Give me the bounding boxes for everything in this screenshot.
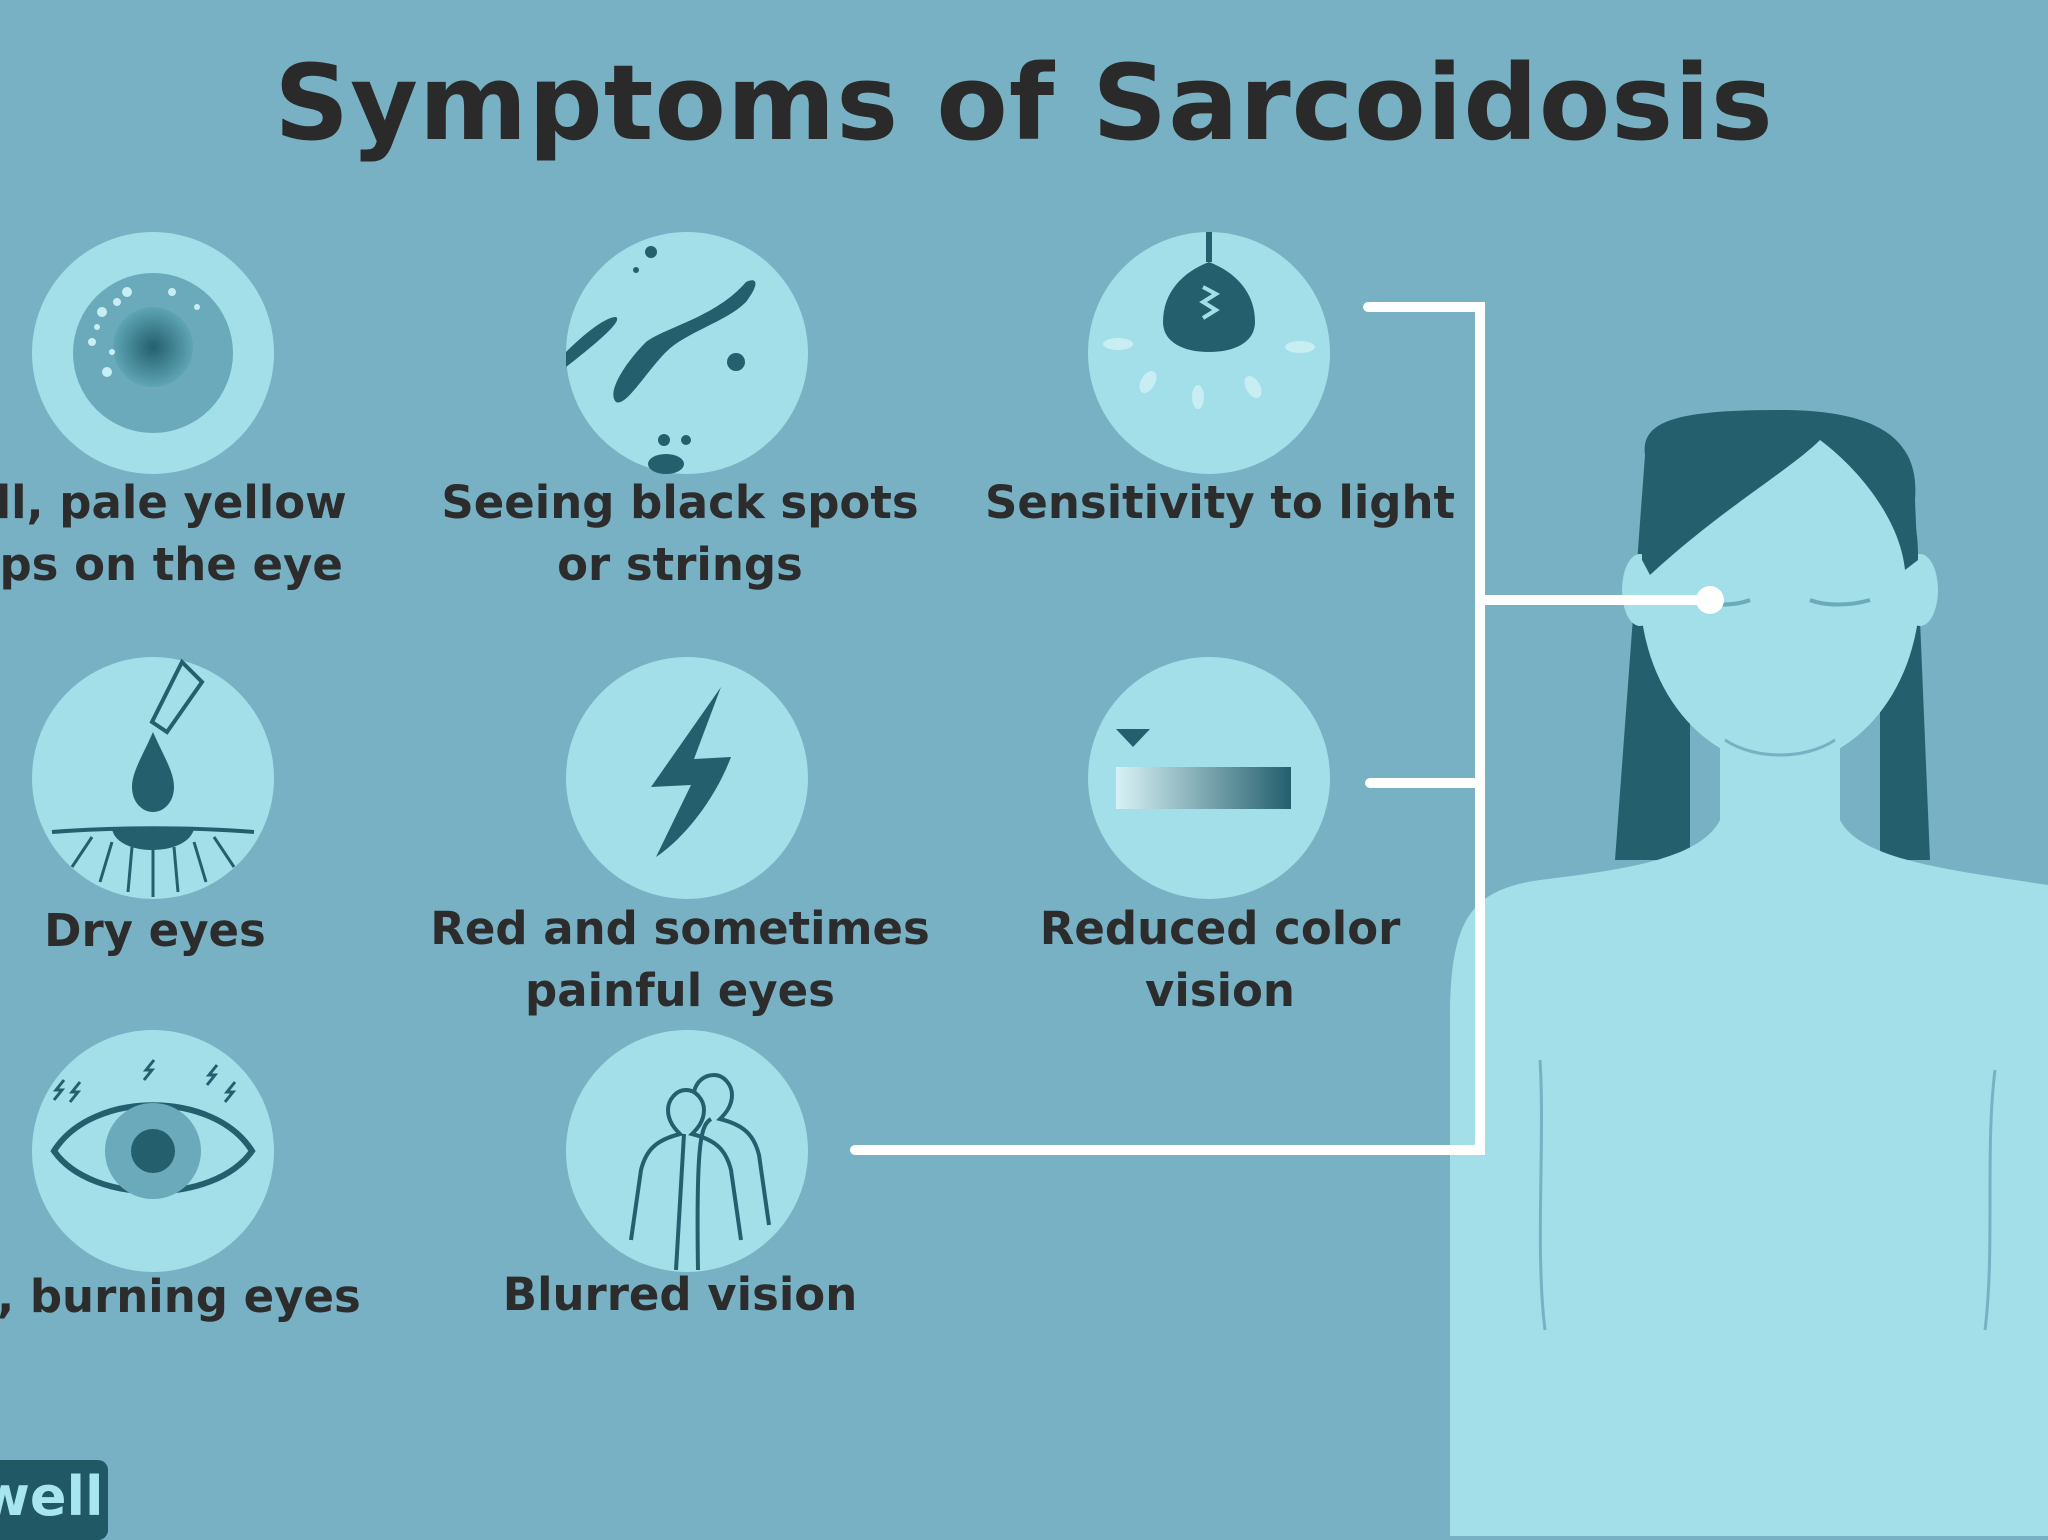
irritated-eye-icon: [32, 1030, 274, 1272]
color-gradient-icon: [1088, 657, 1330, 899]
symptom-label-bumps: nall, pale yellow ımps on the eye: [0, 476, 347, 591]
symptom-label-color: Reduced color vision: [1039, 902, 1401, 1017]
eye-bumps-icon: [32, 232, 274, 474]
symptom-label-spots: Seeing black spots or strings: [441, 476, 919, 591]
connector-lines: [850, 302, 1715, 1155]
floaters-icon: [566, 232, 808, 474]
connector-dot: [1696, 586, 1724, 614]
symptom-label-itchy: hy, burning eyes: [0, 1270, 361, 1323]
eye-drop-icon: [32, 657, 274, 899]
symptom-label-red: Red and sometimes painful eyes: [430, 902, 930, 1017]
symptom-label-dry: Dry eyes: [44, 904, 266, 957]
light-bulb-icon: [1088, 232, 1330, 474]
lightning-bolt-icon: [566, 657, 808, 899]
brand-logo: well: [0, 1460, 108, 1540]
woman-figure-icon: [1450, 410, 2048, 1536]
double-figure-icon: [566, 1030, 808, 1272]
symptom-label-blurred: Blurred vision: [502, 1268, 858, 1321]
page-title: Symptoms of Sarcoidosis: [274, 42, 1774, 164]
symptom-label-light: Sensitivity to light: [984, 476, 1456, 529]
